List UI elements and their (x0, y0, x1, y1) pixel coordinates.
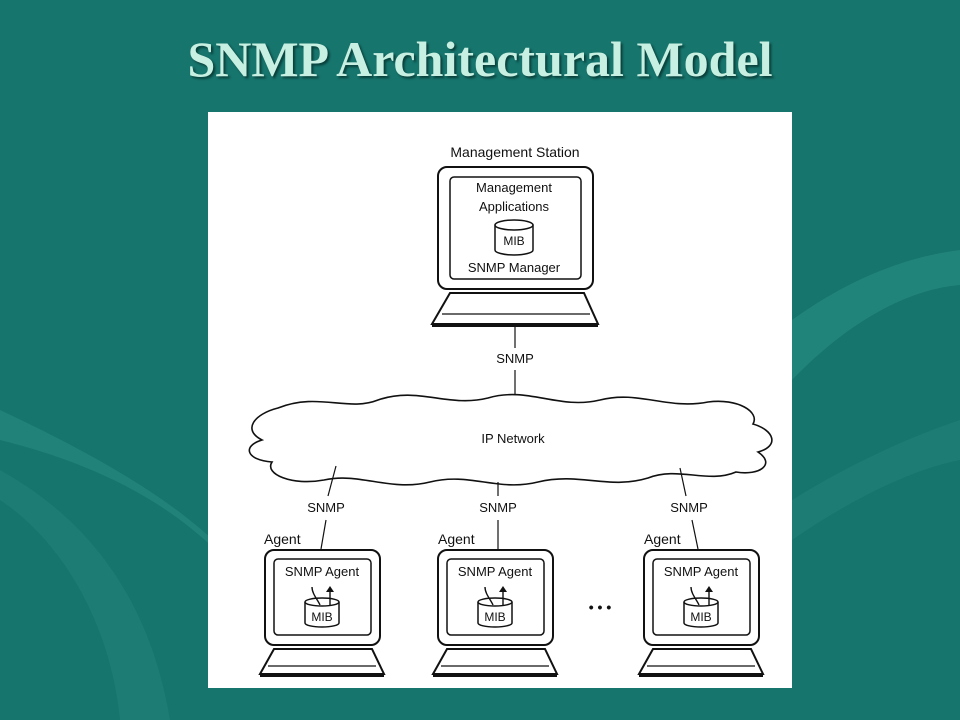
agent-3-link-upper (679, 467, 687, 497)
agent-2-mib-label: MIB (484, 610, 505, 624)
agent-2-exchange-arrow-icon (484, 586, 507, 606)
agent-1-exchange-arrow-icon (311, 586, 334, 606)
management-apps-line1: Management (476, 180, 552, 195)
agent-1-link-label: SNMP (307, 500, 345, 515)
agent-1-link-lower (320, 519, 327, 550)
ip-network-cloud (248, 393, 773, 486)
agent-3-link-lower (691, 519, 699, 550)
manager-mib-label: MIB (503, 234, 524, 248)
management-apps-line2: Applications (479, 199, 550, 214)
diagram-canvas: Management Station Management Applicatio… (248, 144, 773, 677)
manager-mib-cylinder-icon (494, 219, 534, 256)
ip-network-label: IP Network (481, 431, 545, 446)
agent-3-title: Agent (644, 531, 681, 547)
manager-link-label: SNMP (496, 351, 534, 366)
agent-1-snmp-agent-label: SNMP Agent (285, 564, 360, 579)
agent-3-mib-label: MIB (690, 610, 711, 624)
agent-2-link-label: SNMP (479, 500, 517, 515)
agent-1-title: Agent (264, 531, 301, 547)
agent-3-exchange-arrow-icon (690, 586, 713, 606)
agent-2-title: Agent (438, 531, 475, 547)
agent-1-mib-label: MIB (311, 610, 332, 624)
agent-3-link-label: SNMP (670, 500, 708, 515)
agent-3-snmp-agent-label: SNMP Agent (664, 564, 739, 579)
agent-2-snmp-agent-label: SNMP Agent (458, 564, 533, 579)
snmp-architecture-diagram: Management Station Management Applicatio… (208, 112, 792, 688)
snmp-manager-label: SNMP Manager (468, 260, 561, 275)
management-station-computer (430, 166, 600, 327)
management-station-label: Management Station (450, 144, 579, 160)
agent-1-link-upper (327, 465, 337, 497)
slide-title: SNMP Architectural Model (187, 31, 773, 87)
more-agents-ellipsis: • • • (589, 599, 612, 615)
